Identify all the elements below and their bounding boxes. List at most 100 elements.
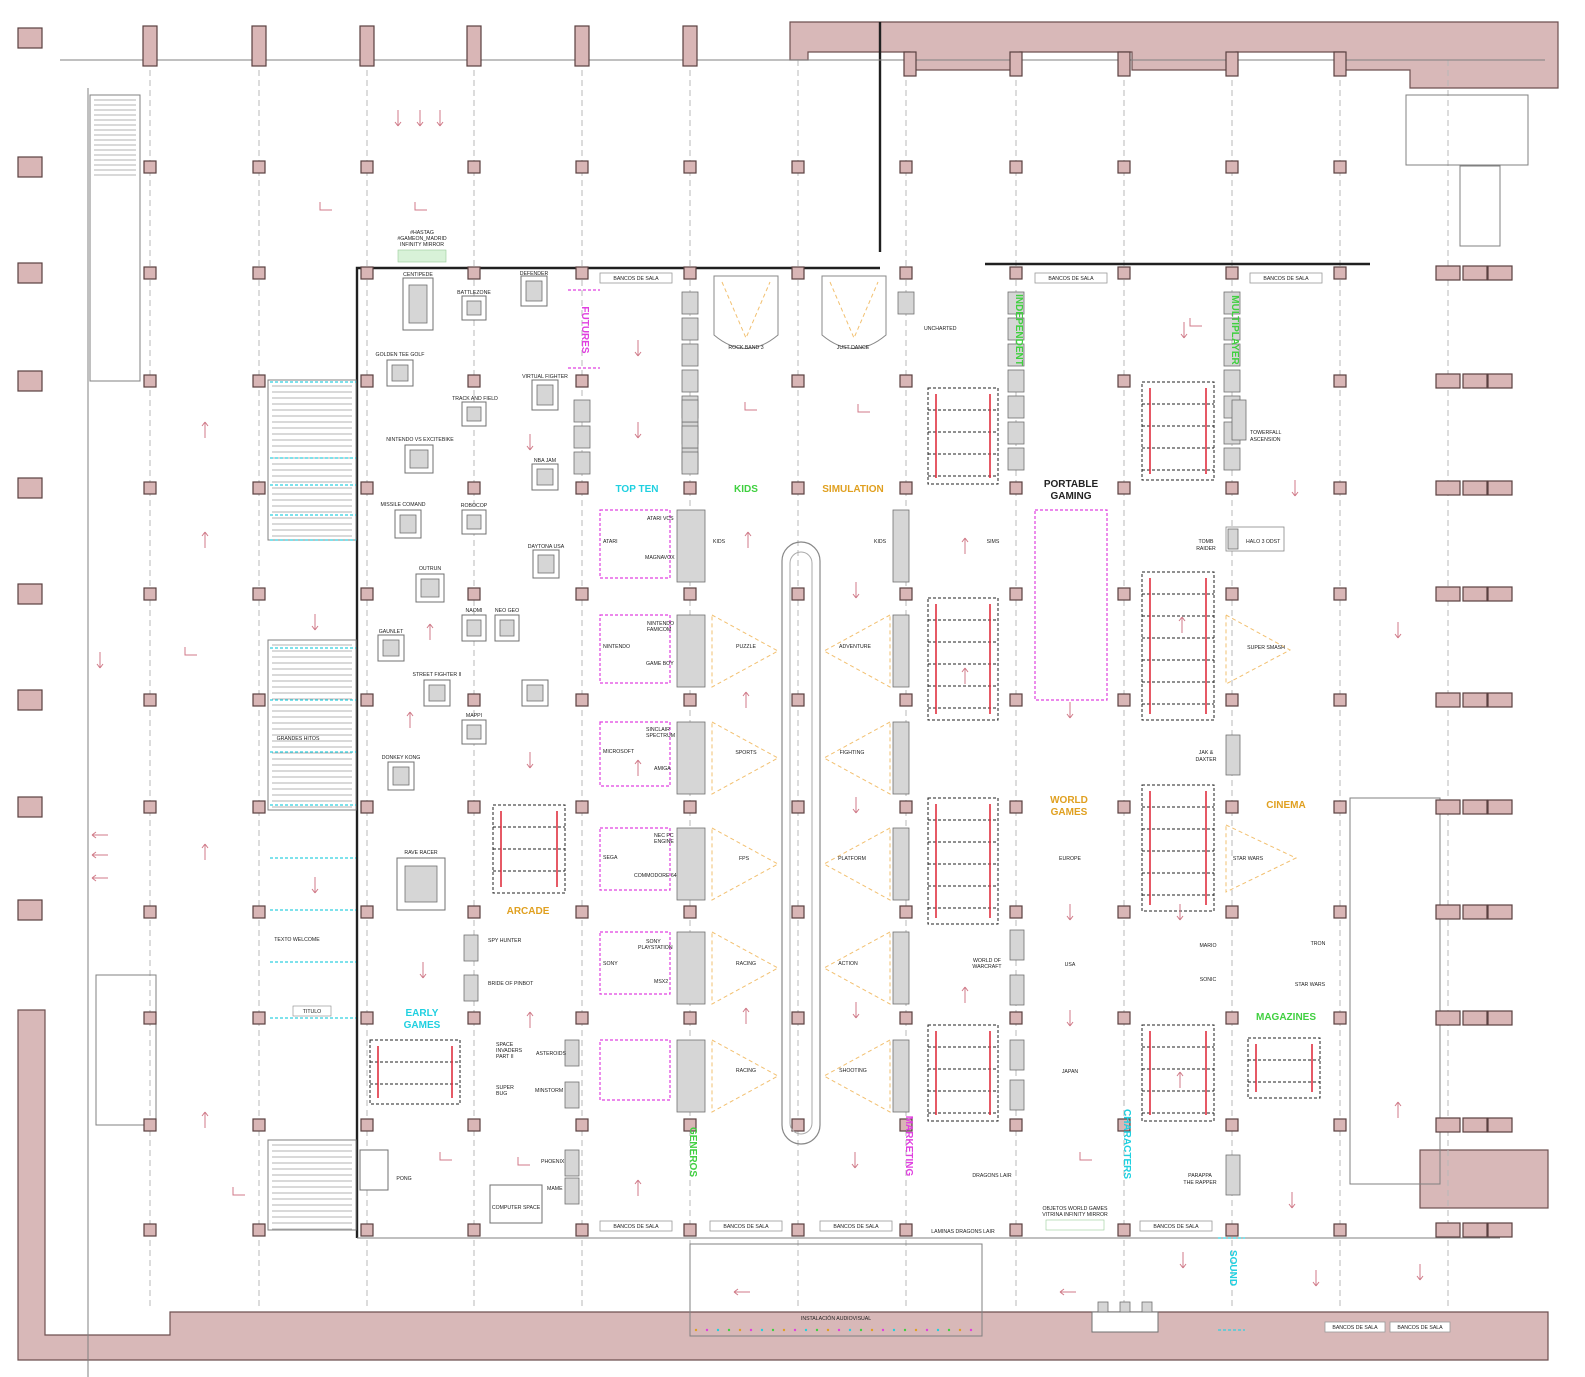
lamina-block [927,1024,999,1122]
label-world-of-warcraft: WORLD OF [973,958,1001,964]
vitrine-strip [1223,317,1241,341]
pillar [467,266,481,280]
vitrine-strip [564,1039,580,1067]
pillar [1117,693,1131,707]
pillar [252,905,266,919]
label-microsoft: MICROSOFT [603,749,635,755]
arrow-stroke [517,1157,530,1166]
pillar [1333,1011,1347,1025]
turn-arrow-icon [414,202,427,211]
pillar [1009,481,1023,495]
arrow-stroke [319,202,332,211]
pillar [467,587,481,601]
arrow-stroke [857,404,870,413]
arrow-stroke [854,1163,859,1169]
label-minstorm: MINSTORM [535,1088,563,1094]
pillar [17,262,43,284]
label-missile: MISSILE COMAND [381,502,426,508]
display-cases [359,275,560,1224]
arrow-stroke [855,1013,860,1019]
vitrine-strip [892,931,910,1005]
pillar [575,905,589,919]
arrow-stroke [99,663,104,669]
label-virtual-fighter: VIRTUAL FIGHTER [522,374,568,380]
lamina-block [1247,1037,1321,1099]
label-towerfall: TOWERFALL [1250,430,1281,436]
pillar [467,160,481,174]
arrow-stroke [204,531,209,537]
arrow-stroke [1059,1288,1065,1293]
section-characters: CHARACTERS [1121,1109,1132,1179]
pillar [1009,160,1023,174]
label-hashtag: #HASTAG [410,230,434,236]
arrow-icon [394,110,402,127]
bench-label: BANCOS DE SALA [1263,276,1309,282]
vitrine-strip [681,291,699,315]
label-nintendo-famicom: NINTENDO [647,621,674,627]
label-super-smash: SUPER SMASH [1247,645,1285,651]
pillar [252,481,266,495]
label-sony-ps: SONY [646,939,661,945]
label-hashtag: #GAMEON_MADRID [397,236,447,242]
pillar [17,583,43,605]
genre-triangle [711,931,780,1005]
pillar [1117,481,1131,495]
arrow-stroke [855,808,860,814]
av-dot [881,1328,885,1332]
arrow-stroke [314,888,319,894]
dance-stages [713,275,887,349]
pillar [1333,587,1347,601]
label-asteroids: ASTEROIDS [536,1051,567,1057]
pillar [791,160,805,174]
arrow-icon [526,434,534,451]
av-dot [705,1328,709,1332]
label-robocop: ROBOCOP [461,503,488,509]
arrow-stroke [1294,491,1299,497]
vitrine-strip [1225,734,1241,776]
pillar [143,693,157,707]
pillar [1009,1118,1023,1132]
arrow-icon [1288,1192,1296,1209]
vitrine-strip [681,343,699,367]
pillar [683,905,697,919]
pillar [1009,800,1023,814]
arrow-icon [744,531,752,548]
av-dot [870,1328,874,1332]
pillar [1462,480,1488,496]
pillar [1117,51,1131,77]
pillar [1333,1223,1347,1237]
label-space-invaders: SPACE [496,1042,514,1048]
pillar [1435,1117,1461,1133]
pillar [360,587,374,601]
pillar [1117,1011,1131,1025]
vitrine-strip [1231,399,1247,441]
arrow-icon [201,1111,209,1128]
label-action: ACTION [838,961,858,967]
pillar [683,800,697,814]
label-fighting: FIGHTING [840,750,865,756]
pillar [1487,799,1513,815]
pillar [575,1223,589,1237]
pillar [1435,586,1461,602]
bench-label: BANCOS DE SALA [1048,276,1094,282]
stairs [89,94,357,1231]
label-kids: KIDS [874,539,887,545]
vitrine-strip [892,1039,910,1113]
pillar [575,160,589,174]
arrow-icon [634,759,642,776]
pillar [360,481,374,495]
arrow-stroke [1182,1263,1187,1269]
central-catwalk [781,541,821,1145]
arrow-stroke [414,202,427,211]
vitrine-strip [1007,395,1025,419]
av-dot [793,1328,797,1332]
pillar [252,160,266,174]
pillar [143,587,157,601]
arrow-icon [526,1011,534,1028]
pillar [899,1011,913,1025]
label-platform: PLATFORM [838,856,866,862]
label-just-dance: JUST DANCE [837,345,870,351]
arrow-icon [201,531,209,548]
pillar [467,1118,481,1132]
vitrine-strip [681,425,699,449]
